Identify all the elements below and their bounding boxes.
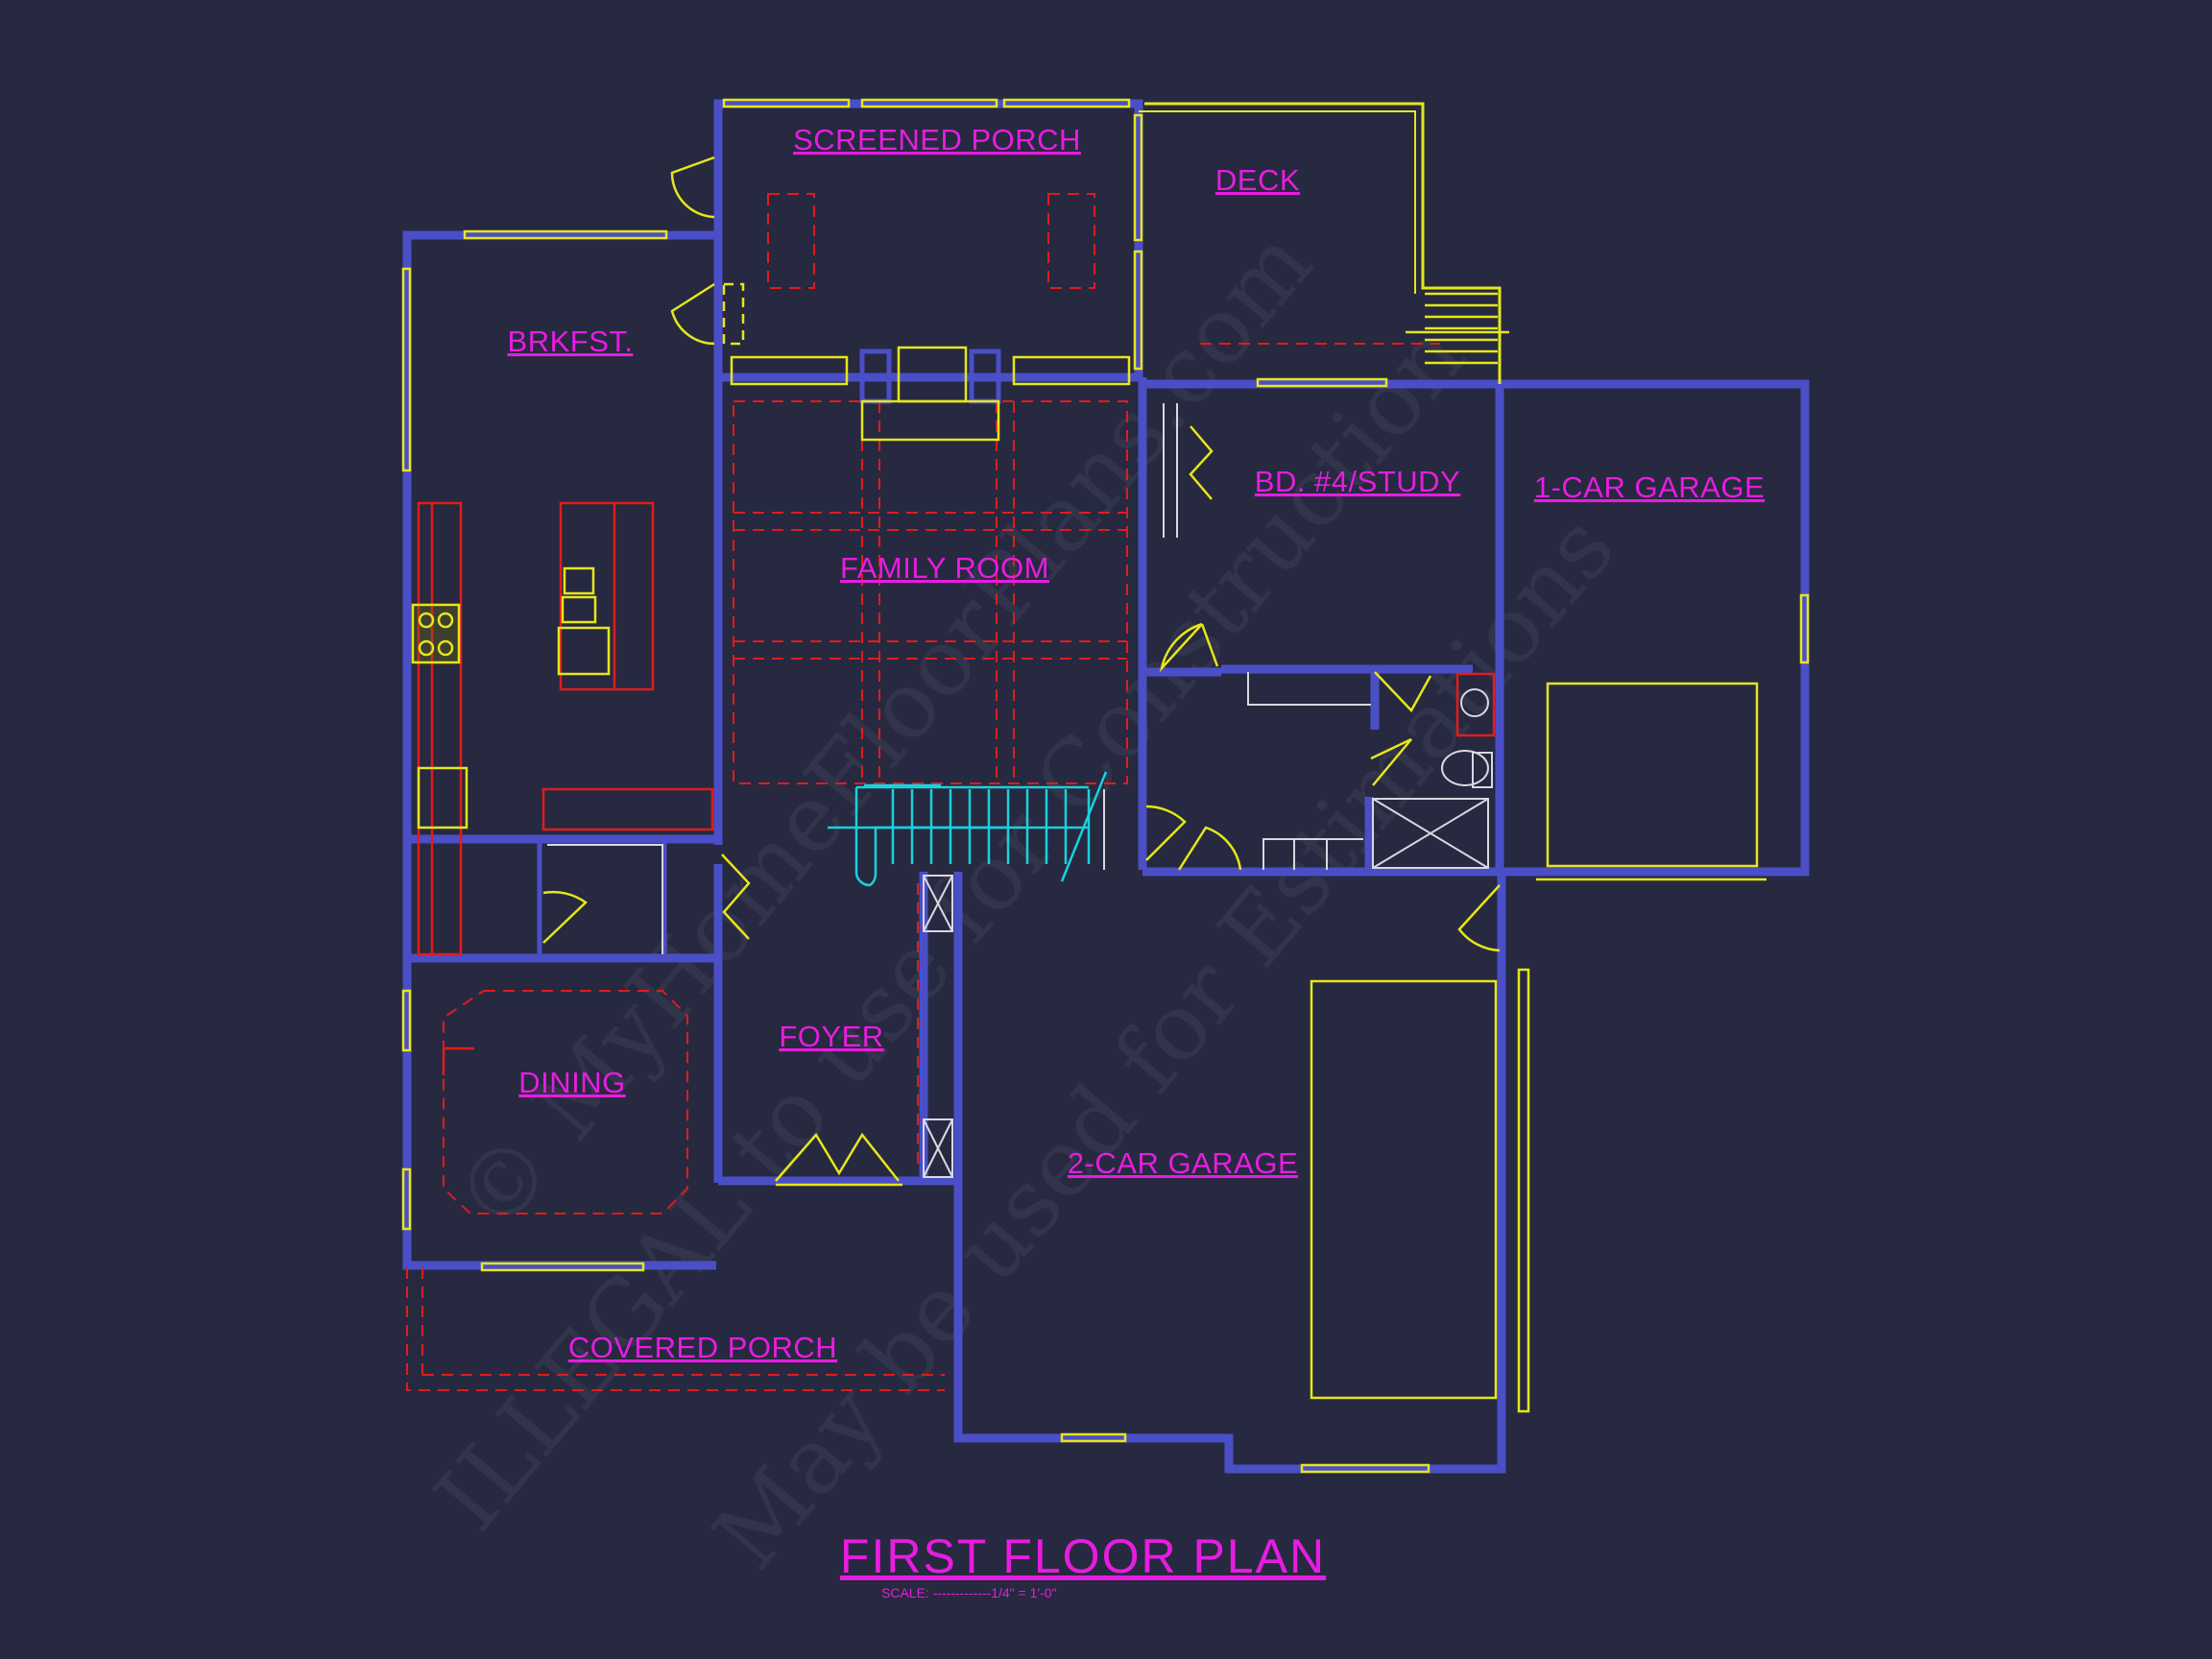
kitchen bbox=[411, 501, 714, 1075]
room-label-foyer: FOYER bbox=[779, 1020, 883, 1053]
room-label-2car-garage: 2-CAR GARAGE bbox=[1068, 1146, 1298, 1180]
room-label-1car-garage: 1-CAR GARAGE bbox=[1534, 470, 1765, 504]
room-label-screened-porch: SCREENED PORCH bbox=[793, 123, 1081, 156]
room-label-covered-porch: COVERED PORCH bbox=[568, 1331, 837, 1364]
room-label-bedroom4-study: BD. #4/STUDY bbox=[1255, 465, 1460, 498]
walls bbox=[402, 99, 1810, 1474]
windows bbox=[401, 98, 1810, 1474]
fireplace bbox=[859, 346, 1001, 442]
room-label-family-room: FAMILY ROOM bbox=[840, 551, 1049, 585]
watermark: © MyHomeFloorPlans.com ILLEGAL to use fo… bbox=[415, 210, 1636, 1589]
room-label-breakfast: BRKFST. bbox=[508, 325, 634, 358]
room-label-deck: DECK bbox=[1215, 163, 1300, 197]
deck-stair bbox=[1406, 292, 1509, 365]
main-stair bbox=[828, 771, 1108, 887]
car-1car-garage bbox=[1546, 682, 1759, 868]
bath bbox=[547, 672, 1496, 1178]
room-labels: SCREENED PORCH DECK BRKFST. BD. #4/STUDY… bbox=[508, 123, 1765, 1364]
doors bbox=[542, 156, 1767, 1413]
plan-title: FIRST FLOOR PLAN bbox=[840, 1529, 1326, 1583]
plan-scale: SCALE: -------------1/4" = 1'-0" bbox=[881, 1585, 1057, 1600]
room-label-dining: DINING bbox=[518, 1066, 626, 1099]
car-2car-garage bbox=[1310, 979, 1498, 1400]
